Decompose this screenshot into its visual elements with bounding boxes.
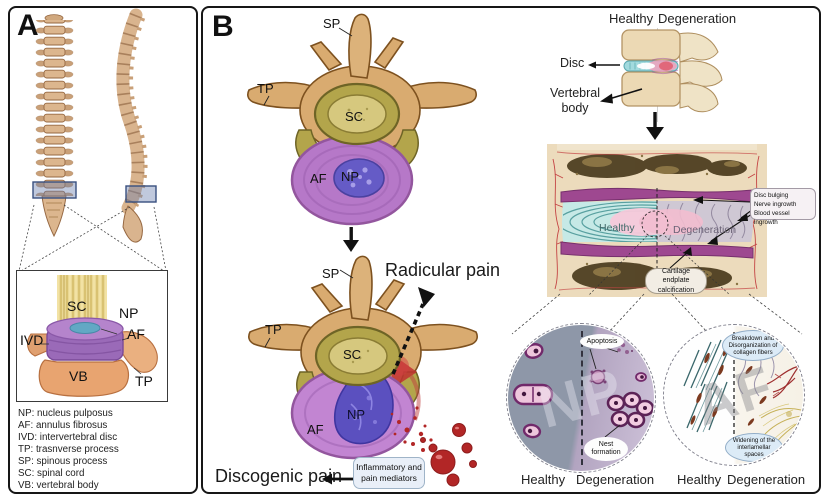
- disc-label: Disc: [560, 56, 585, 70]
- label-np-top: NP: [341, 169, 360, 184]
- inset-connector-lines: [18, 204, 167, 272]
- healthy-vertebra-illustration: [247, 13, 477, 226]
- disc-detail-healthy-label: Healthy: [599, 222, 635, 234]
- down-arrow-icon: [343, 227, 359, 252]
- spine-front-illustration: [32, 14, 77, 238]
- radicular-pain-dashed-arrow: [391, 287, 435, 375]
- legend-line: TP: trasnverse process: [18, 444, 119, 455]
- panel-b: B SP TP SC AF NP: [201, 6, 821, 494]
- cartilage-endplate-box: Cartilage endplate calcification: [645, 268, 707, 294]
- legend-line: SP: spinous process: [18, 456, 108, 467]
- segment-header-healthy: Healthy: [609, 11, 654, 26]
- np-caption-degeneration: Degeneration: [576, 472, 655, 487]
- panel-a: A: [8, 6, 198, 494]
- af-caption-degeneration: Degeneration: [727, 472, 806, 487]
- label-af-top: AF: [310, 171, 327, 186]
- label-af-bottom: AF: [307, 422, 324, 437]
- label-tp-bottom: TP: [265, 322, 282, 337]
- inset-label-np: NP: [119, 305, 139, 321]
- segment-header-degeneration: Degeneration: [658, 11, 737, 26]
- legend-line: SC: spinal cord: [18, 468, 85, 479]
- bulge-label: Nerve ingrowth: [754, 201, 797, 209]
- discogenic-pain-label: Discogenic pain: [215, 466, 343, 486]
- spine-side-illustration: [116, 8, 157, 243]
- legend-line: AF: annulus fibrosus: [18, 420, 108, 431]
- af-caption-healthy: Healthy: [677, 472, 722, 487]
- label-sc-bottom: SC: [343, 347, 362, 362]
- af-fibers-illustration: [683, 332, 802, 458]
- inflammatory-mediators-box: Inflammatory and pain mediators: [353, 457, 425, 489]
- inset-label-af: AF: [127, 326, 145, 342]
- inset-label-vb: VB: [69, 368, 88, 384]
- vertebral-body-label: Vertebral body: [549, 86, 601, 115]
- vertebra-segment-illustration: [26, 275, 158, 397]
- inset-label-sc: SC: [67, 298, 87, 314]
- radicular-pain-label: Radicular pain: [385, 260, 501, 280]
- motion-segment-illustration: [621, 29, 723, 113]
- abbreviation-legend: NP: nucleus pulposus AF: annulus fibrosu…: [18, 408, 119, 492]
- bulge-labels-box: Disc bulging Nerve ingrowth Blood vessel…: [750, 188, 816, 226]
- label-tp-top: TP: [257, 81, 274, 96]
- breakdown-label: Breakdown and Disorganization of collage…: [722, 330, 784, 361]
- legend-line: VB: vertebral body: [18, 480, 99, 491]
- np-cells-illustration: [512, 336, 654, 439]
- label-sp-bottom: SP: [322, 266, 340, 281]
- widening-label: Widening of the interlamellar spaces: [725, 433, 783, 462]
- apoptosis-label: Apoptosis: [580, 334, 624, 349]
- np-caption-healthy: Healthy: [521, 472, 566, 487]
- panel-b-label: B: [212, 10, 234, 43]
- label-np-bottom: NP: [347, 407, 366, 422]
- disc-pointer-arrow: [588, 61, 620, 69]
- degenerated-vertebra-illustration: [248, 255, 478, 487]
- disc-detail-degeneration-label: Degeneration: [673, 224, 737, 236]
- inset-label-tp: TP: [135, 373, 153, 389]
- bulge-label: Blood vessel ingrowth: [754, 210, 790, 227]
- label-sp-top: SP: [323, 16, 341, 31]
- np-magnified-circle: NP Apoptosis Nest formation: [506, 323, 656, 473]
- bulge-label: Disc bulging: [754, 192, 789, 199]
- vertebra-inset-box: SC NP IVD AF VB TP: [16, 270, 168, 402]
- discogenic-pain-arrow: [322, 473, 356, 485]
- np-circle-divider: [581, 330, 583, 466]
- nest-formation-label: Nest formation: [584, 437, 628, 461]
- label-sc-top: SC: [345, 109, 364, 124]
- af-magnified-circle: AF Breakdown and Disorganization of coll…: [663, 324, 805, 466]
- down-arrow-icon: [646, 112, 664, 140]
- np-circle-content: NP Apoptosis Nest formation: [508, 325, 654, 471]
- legend-line: IVD: intervertebral disc: [18, 432, 118, 443]
- legend-line: NP: nucleus pulposus: [18, 408, 113, 419]
- af-circle-content: AF Breakdown and Disorganization of coll…: [665, 326, 803, 464]
- inset-label-ivd: IVD: [20, 332, 44, 348]
- vertebral-body-pointer-arrow: [600, 88, 643, 104]
- circle-connector-lines: [511, 293, 803, 335]
